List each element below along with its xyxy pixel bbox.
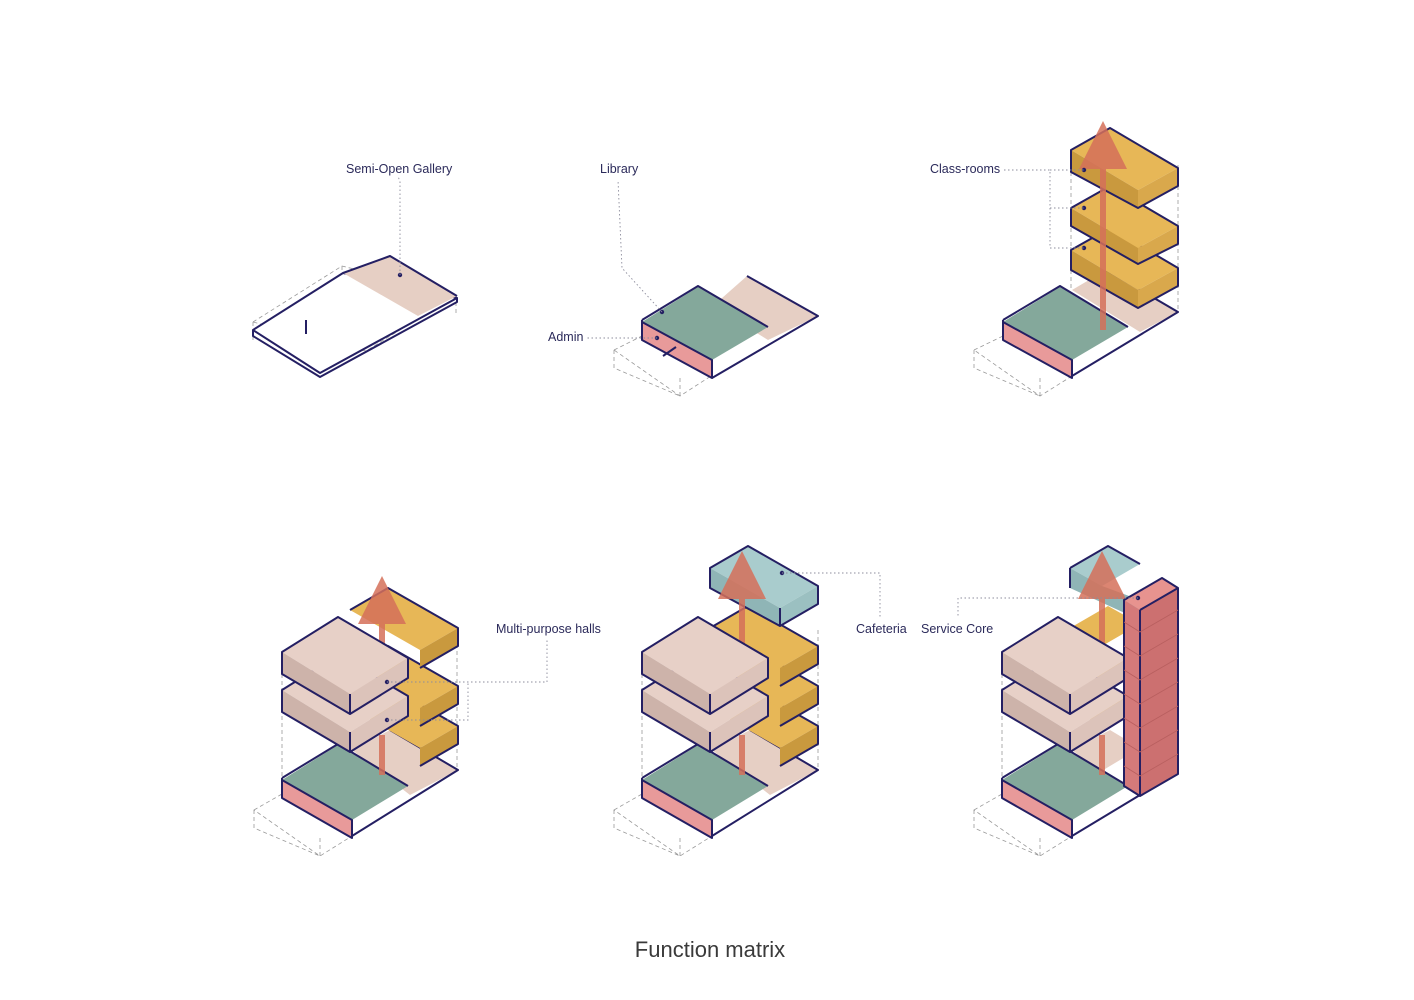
diagram-library-admin: Library Admin (548, 162, 819, 397)
label-cafeteria: Cafeteria (856, 622, 907, 636)
diagram-multi-purpose-halls: Multi-purpose halls (253, 576, 601, 857)
service-core-tower (1123, 577, 1179, 797)
label-semi-open-gallery: Semi-Open Gallery (346, 162, 453, 176)
gallery-slab (713, 276, 818, 340)
admin-block (642, 322, 712, 378)
library-block (642, 287, 768, 360)
multi-purpose-hall-stack (1001, 616, 1129, 753)
diagram-semi-open-gallery: Semi-Open Gallery (252, 162, 458, 378)
diagram-cafeteria: Cafeteria (613, 545, 907, 857)
label-multi-purpose-halls: Multi-purpose halls (496, 622, 601, 636)
multi-purpose-hall-stack (641, 616, 769, 753)
diagram-title: Function matrix (635, 937, 785, 962)
semi-open-gallery-zone (343, 256, 457, 316)
label-class-rooms: Class-rooms (930, 162, 1000, 176)
label-service-core: Service Core (921, 622, 993, 636)
multi-purpose-hall-stack (281, 616, 409, 753)
label-library: Library (600, 162, 639, 176)
classroom-stack (1070, 127, 1179, 309)
label-admin: Admin (548, 330, 583, 344)
diagram-class-rooms: Class-rooms (930, 121, 1179, 397)
diagram-service-core: Service Core (921, 545, 1179, 857)
